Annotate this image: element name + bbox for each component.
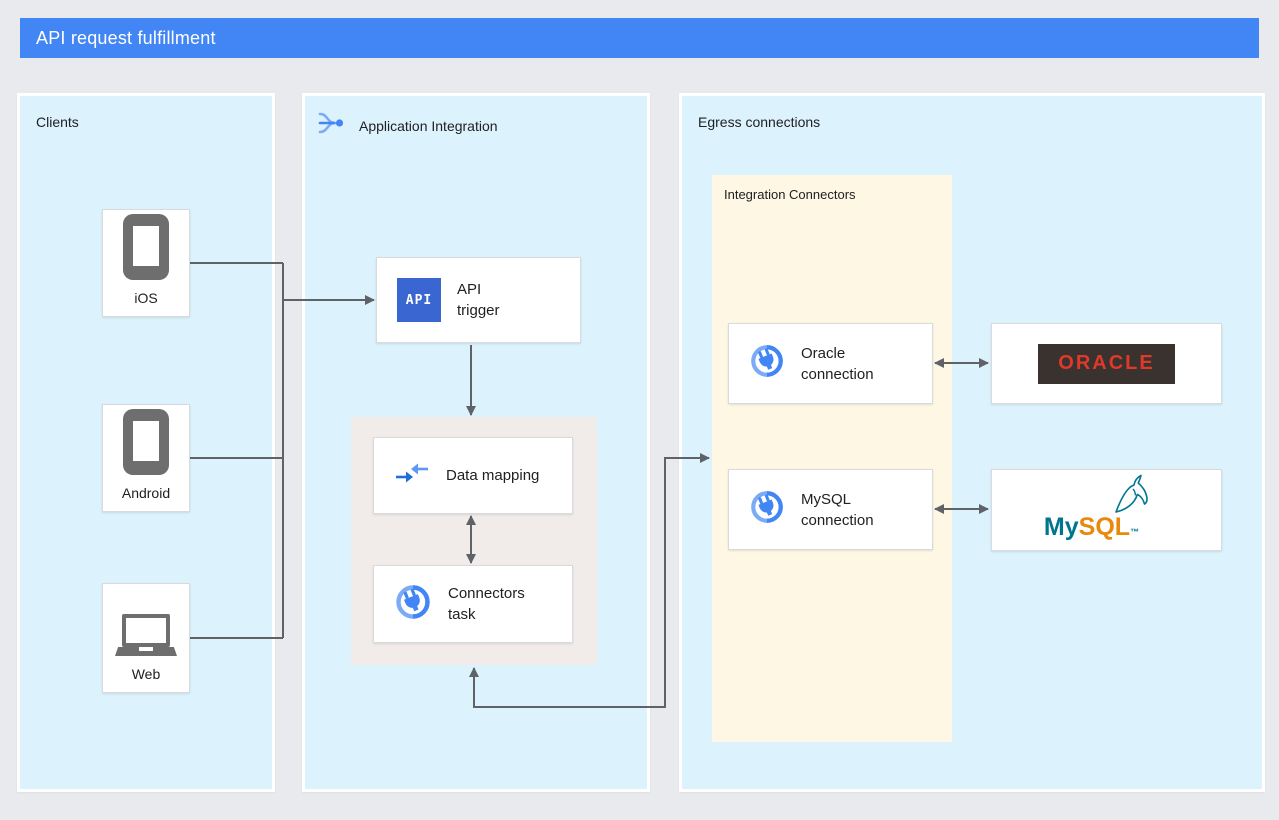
smartphone-icon xyxy=(123,214,169,280)
client-card-web: Web xyxy=(102,583,190,693)
data-mapping-label: Data mapping xyxy=(446,467,540,484)
api-trigger-icon: API xyxy=(397,278,441,322)
connector-plug-icon xyxy=(749,343,785,384)
mysql-connection-label: MySQL connection xyxy=(801,490,874,529)
panel-application-integration-title: Application Integration xyxy=(359,117,498,134)
client-card-ios: iOS xyxy=(102,209,190,317)
panel-egress-connections-title: Egress connections xyxy=(698,114,821,130)
oracle-connection-label: Oracle connection xyxy=(801,344,874,383)
connectors-task-icon xyxy=(394,583,432,626)
oracle-logo-card: ORACLE xyxy=(991,323,1222,404)
data-mapping-icon xyxy=(394,460,430,491)
integration-connectors-container: Integration Connectors xyxy=(712,175,952,742)
diagram-title: API request fulfillment xyxy=(36,27,216,48)
smartphone-icon xyxy=(123,409,169,475)
client-card-android: Android xyxy=(102,404,190,512)
node-mysql-connection: MySQL connection xyxy=(728,469,933,550)
mysql-logo: MySQL™ xyxy=(992,470,1221,550)
integration-connectors-title: Integration Connectors xyxy=(724,187,856,202)
mysql-wordmark: MySQL™ xyxy=(1043,513,1140,541)
connectors-task-label: Connectors task xyxy=(448,585,525,623)
node-api-trigger: API API trigger xyxy=(376,257,581,343)
oracle-logo: ORACLE xyxy=(1038,343,1175,384)
client-label-android: Android xyxy=(121,485,171,501)
diagram-title-bar: API request fulfillment xyxy=(20,18,1259,58)
node-connectors-task: Connectors task xyxy=(373,565,573,643)
client-label-ios: iOS xyxy=(134,290,158,306)
application-integration-icon xyxy=(317,108,347,143)
mysql-dolphin-icon xyxy=(1108,474,1154,521)
mysql-logo-card: MySQL™ xyxy=(991,469,1222,551)
api-trigger-label: API trigger xyxy=(457,281,500,319)
connector-plug-icon xyxy=(749,489,785,530)
node-data-mapping: Data mapping xyxy=(373,437,573,514)
panel-clients-title: Clients xyxy=(36,114,79,130)
node-oracle-connection: Oracle connection xyxy=(728,323,933,404)
client-label-web: Web xyxy=(131,666,161,682)
laptop-icon xyxy=(115,614,177,656)
